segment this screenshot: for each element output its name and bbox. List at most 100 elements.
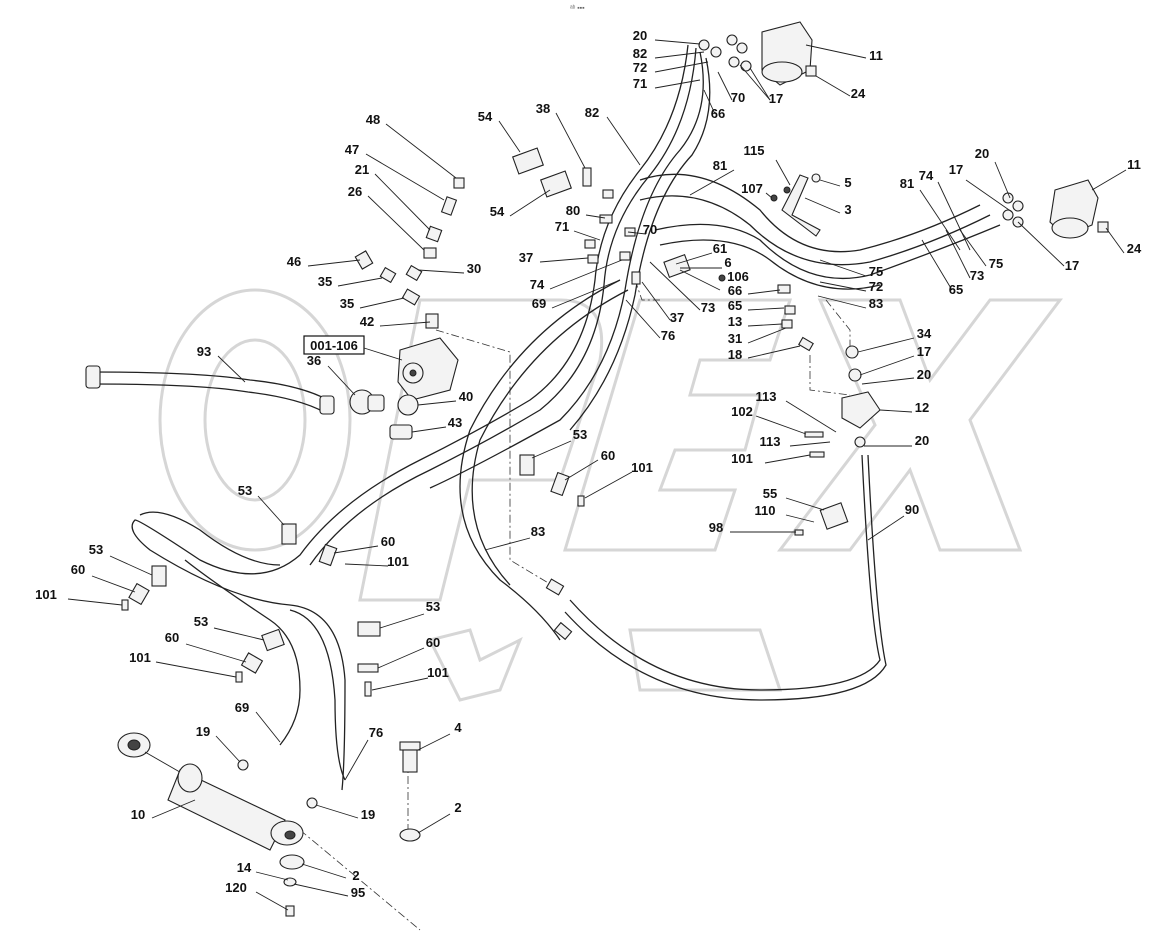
callout-c-19b: 19 [361,807,375,822]
callout-c-6: 6 [724,255,731,270]
callout-c-75b: 75 [989,256,1003,271]
callout-c-2b: 2 [352,868,359,883]
callout-c-66a: 66 [711,106,725,121]
callout-c-60b: 60 [381,534,395,549]
callout-c-4: 4 [454,720,462,735]
callout-c-74b: 74 [530,277,545,292]
callout-c-65a: 65 [949,282,963,297]
callout-c-53e: 53 [194,614,208,629]
callout-c-13: 13 [728,314,742,329]
callout-c-5: 5 [844,175,851,190]
callout-c-14: 14 [237,860,252,875]
callout-c-106: 106 [727,269,749,284]
callout-c-75a: 75 [869,264,883,279]
callout-c-120: 120 [225,880,247,895]
callout-c-48: 48 [366,112,380,127]
callout-c-102: 102 [731,404,753,419]
callout-c-37a: 37 [519,250,533,265]
callout-c-21: 21 [355,162,369,177]
callout-c-2a: 2 [454,800,461,815]
callout-c-80: 80 [566,203,580,218]
callout-c-17a: 17 [769,91,783,106]
callout-c-55: 55 [763,486,777,501]
callout-c-83b: 83 [531,524,545,539]
callout-c-101a: 101 [731,451,753,466]
callout-c-17c: 17 [1065,258,1079,273]
callout-c-110: 110 [755,503,776,518]
callout-c-34: 34 [917,326,932,341]
callout-c-20d: 20 [915,433,929,448]
watermark: OPEX [158,288,1063,702]
callout-c-74a: 74 [919,168,934,183]
callout-c-53a: 53 [573,427,587,442]
steering-cylinder [117,732,318,851]
callout-c-101d: 101 [35,587,57,602]
callout-c-101b: 101 [631,460,653,475]
callout-c-115: 115 [744,143,765,158]
callout-c-17b: 17 [949,162,963,177]
callout-c-70a: 70 [731,90,745,105]
callout-c-61: 61 [713,241,727,256]
callout-c-71a: 71 [633,76,647,91]
callout-c-12: 12 [915,400,929,415]
header-mark: ᵃᵇ ▪▪▪ [570,5,585,12]
callout-c-17d: 17 [917,344,931,359]
callout-c-101c: 101 [387,554,409,569]
callout-c-65b: 65 [728,298,742,313]
callout-c-26: 26 [348,184,362,199]
callout-c-54b: 54 [490,204,505,219]
callout-c-71b: 71 [555,219,569,234]
callout-c-35b: 35 [340,296,354,311]
callout-c-81a: 81 [713,158,727,173]
callout-c-11b: 11 [1127,157,1141,172]
callout-c-113a: 113 [756,389,777,404]
callout-c-81b: 81 [900,176,914,191]
callout-c-35a: 35 [318,274,332,289]
callout-c-20c: 20 [917,367,931,382]
callout-c-70b: 70 [643,222,657,237]
callout-c-18: 18 [728,347,742,362]
callout-c-101f: 101 [427,665,449,680]
callout-c-20a: 20 [633,28,647,43]
callout-c-11a: 11 [869,48,883,63]
callout-c-54a: 54 [478,109,493,124]
callout-c-98: 98 [709,520,723,535]
callout-c-30: 30 [467,261,481,276]
callout-c-42: 42 [360,314,374,329]
callout-c-69b: 69 [235,700,249,715]
callout-c-53c: 53 [89,542,103,557]
callout-c-3: 3 [844,202,851,217]
callout-c-60a: 60 [601,448,615,463]
callout-c-20b: 20 [975,146,989,161]
callout-c-19a: 19 [196,724,210,739]
callout-c-36: 36 [307,353,321,368]
callout-c-60c: 60 [71,562,85,577]
callout-c-95: 95 [351,885,365,900]
callout-c-82b: 82 [585,105,599,120]
callout-c-43: 43 [448,415,462,430]
callout-c-24b: 24 [1127,241,1142,256]
callout-c-101e: 101 [129,650,151,665]
callout-c-37b: 37 [670,310,684,325]
callout-c-90: 90 [905,502,919,517]
callout-c-76a: 76 [661,328,675,343]
watermark-text: OPEX [586,469,589,471]
callout-c-69a: 69 [532,296,546,311]
callout-c-73a: 73 [970,268,984,283]
callout-c-46: 46 [287,254,301,269]
hoses [85,44,1001,791]
callout-c-24a: 24 [851,86,866,101]
callout-c-82a: 82 [633,46,647,61]
callout-c-31: 31 [728,331,742,346]
leader-lines [67,39,1127,911]
fittings [121,21,1109,917]
callout-c-53b: 53 [238,483,252,498]
callout-c-66b: 66 [728,283,742,298]
callout-c-73b: 73 [701,300,715,315]
pump-assembly-label: 001-106 [303,335,403,361]
callout-c-93: 93 [197,344,211,359]
callout-c-40: 40 [459,389,473,404]
callout-c-76b: 76 [369,725,383,740]
